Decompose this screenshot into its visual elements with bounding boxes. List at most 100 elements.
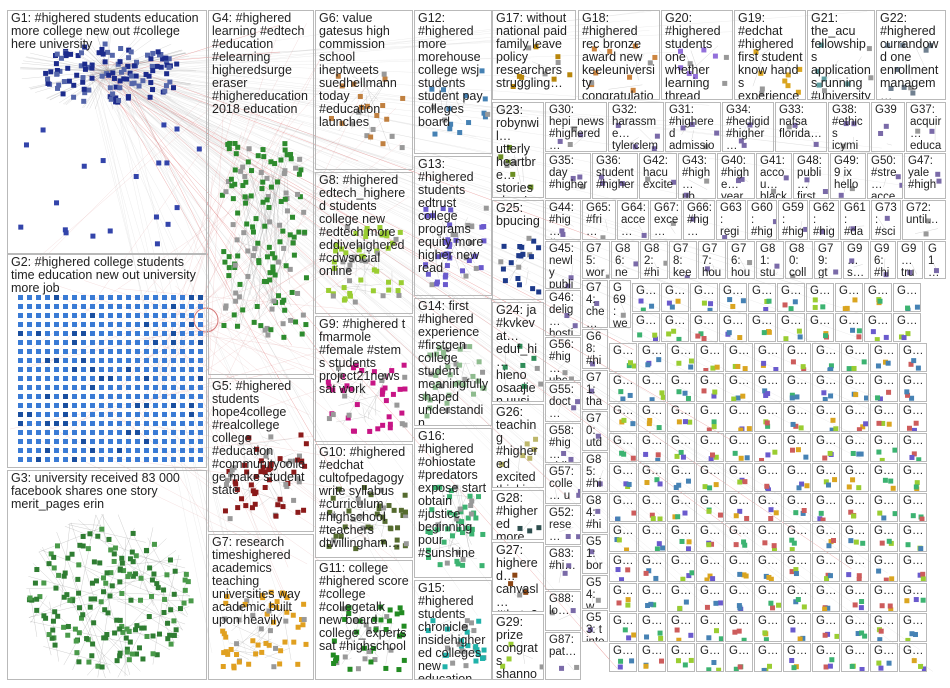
group-panel-tiny: G… bbox=[696, 583, 724, 612]
group-panel-g43: G43: #high… ub… bbox=[678, 153, 716, 199]
group-panel-tiny: G… bbox=[870, 403, 898, 432]
graph-node bbox=[63, 457, 68, 462]
graph-node bbox=[284, 190, 289, 195]
group-panel-g29: G29: prize congrats shannon… bbox=[492, 614, 544, 680]
graph-node bbox=[18, 225, 23, 230]
graph-node bbox=[228, 516, 233, 521]
graph-node bbox=[72, 457, 77, 462]
graph-node bbox=[82, 164, 87, 169]
graph-node bbox=[45, 367, 50, 372]
group-label: G9: #highered t fmarmole #female #stem s… bbox=[319, 318, 410, 396]
graph-node bbox=[36, 385, 41, 390]
graph-node bbox=[878, 299, 883, 304]
group-label: G… bbox=[671, 435, 692, 447]
group-label: G7: research timeshighered academics tea… bbox=[212, 536, 311, 627]
graph-node bbox=[768, 601, 773, 606]
group-label: G… bbox=[874, 465, 895, 477]
graph-node bbox=[175, 127, 180, 132]
group-label: G25: bpucing bbox=[496, 202, 541, 228]
group-panel-tiny: G… bbox=[609, 643, 637, 672]
graph-node bbox=[227, 265, 232, 270]
graph-node bbox=[90, 642, 95, 647]
graph-node bbox=[131, 559, 136, 564]
graph-node bbox=[198, 439, 203, 444]
graph-node bbox=[45, 313, 50, 318]
group-label: G… bbox=[723, 285, 744, 297]
graph-node bbox=[171, 412, 176, 417]
graph-node bbox=[268, 270, 273, 275]
group-label: G… bbox=[671, 525, 692, 537]
graph-node bbox=[126, 340, 131, 345]
graph-node bbox=[144, 349, 149, 354]
graph-node bbox=[264, 279, 269, 284]
graph-node bbox=[54, 313, 59, 318]
graph-node bbox=[198, 448, 203, 453]
graph-node bbox=[713, 601, 718, 606]
group-panel-tiny: G… bbox=[609, 523, 637, 552]
graph-node bbox=[794, 571, 799, 576]
graph-node bbox=[765, 420, 770, 425]
graph-node bbox=[829, 657, 834, 662]
graph-node bbox=[135, 448, 140, 453]
group-label: G59: #hig… bbox=[782, 202, 805, 240]
graph-node bbox=[857, 328, 862, 333]
graph-node bbox=[72, 421, 77, 426]
group-panel-g87: G87: pat… bbox=[545, 632, 581, 680]
graph-node bbox=[502, 244, 507, 249]
graph-node bbox=[144, 634, 149, 639]
graph-node bbox=[850, 477, 855, 482]
group-panel-tiny: G… bbox=[609, 403, 637, 432]
graph-node bbox=[852, 297, 857, 302]
graph-node bbox=[657, 425, 662, 430]
graph-node bbox=[854, 540, 859, 545]
graph-node bbox=[72, 394, 77, 399]
graph-node bbox=[682, 511, 687, 516]
group-label: G… bbox=[816, 345, 837, 357]
graph-node bbox=[54, 349, 59, 354]
group-panel-tiny: G… bbox=[783, 613, 811, 642]
graph-node bbox=[235, 237, 240, 242]
graph-node bbox=[45, 457, 50, 462]
graph-node bbox=[621, 418, 626, 423]
group-panel-g26: G26: teaching #highered excited thinking… bbox=[492, 404, 544, 488]
graph-node bbox=[173, 569, 178, 574]
graph-node bbox=[63, 571, 68, 576]
graph-node bbox=[245, 274, 250, 279]
graph-node bbox=[180, 304, 185, 309]
group-panel-tiny: G… bbox=[841, 343, 869, 372]
graph-node bbox=[189, 295, 194, 300]
group-panel-g56: G56: #hig… ubc_… bbox=[545, 337, 581, 381]
graph-node bbox=[275, 179, 280, 184]
graph-node bbox=[198, 295, 203, 300]
group-label: G72: until… bbox=[906, 202, 943, 226]
graph-node bbox=[705, 605, 710, 610]
graph-node bbox=[687, 420, 692, 425]
group-panel-tiny: G… bbox=[754, 613, 782, 642]
graph-node bbox=[81, 543, 86, 548]
graph-node bbox=[876, 569, 881, 574]
graph-node bbox=[821, 390, 826, 395]
graph-node bbox=[189, 376, 194, 381]
group-label: G… bbox=[874, 525, 895, 537]
graph-edge bbox=[33, 563, 131, 658]
group-label: G85: #hi… bbox=[586, 454, 605, 492]
group-panel-tiny: G… bbox=[719, 313, 747, 342]
group-panel-tiny: G… bbox=[841, 523, 869, 552]
group-panel-g11: G11: college #highered score #college #c… bbox=[315, 560, 413, 680]
graph-node bbox=[172, 592, 177, 597]
graph-node bbox=[828, 664, 833, 669]
group-panel-tiny: G… bbox=[864, 313, 892, 342]
graph-node bbox=[830, 418, 835, 423]
graph-node bbox=[135, 367, 140, 372]
graph-node bbox=[28, 595, 33, 600]
graph-node bbox=[99, 304, 104, 309]
group-label: G… bbox=[903, 645, 924, 657]
graph-node bbox=[101, 52, 106, 57]
graph-node bbox=[630, 421, 635, 426]
graph-node bbox=[18, 349, 23, 354]
group-panel-g81: G81: stud… bbox=[756, 241, 784, 279]
graph-node bbox=[144, 313, 149, 318]
group-label: G37: acquir… educa… bbox=[910, 104, 943, 152]
group-label: G… bbox=[642, 405, 663, 417]
graph-node bbox=[144, 394, 149, 399]
